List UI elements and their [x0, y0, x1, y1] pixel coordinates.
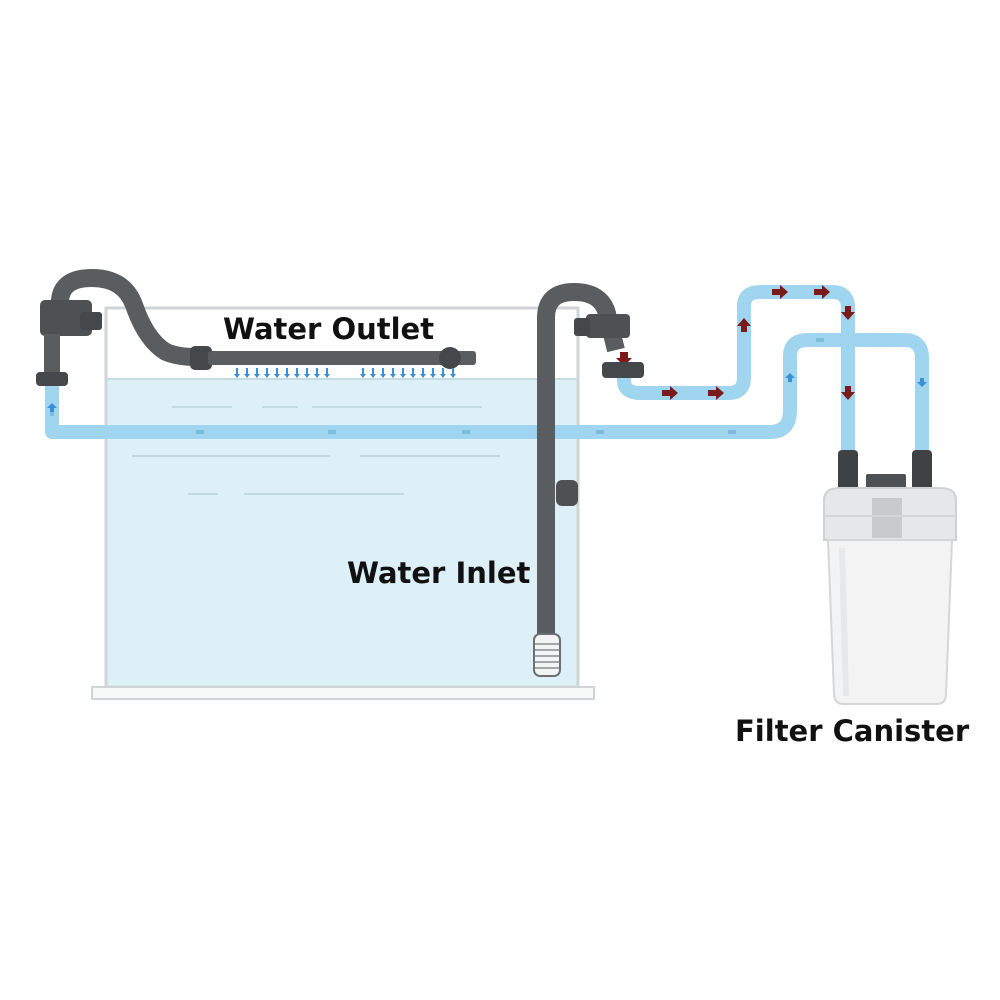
droplet-arrow-icon	[244, 368, 250, 378]
flow-arrow-right-icon	[814, 285, 830, 299]
hose-clip	[196, 430, 204, 434]
spray-bar-suction-cup	[439, 347, 461, 369]
inlet-hose-connector	[602, 362, 644, 378]
droplet-arrow-icon	[254, 368, 260, 378]
droplet-arrow-icon	[430, 368, 436, 378]
inlet-pipe	[537, 282, 625, 660]
droplet-arrow-icon	[410, 368, 416, 378]
water-outlet-assembly	[36, 268, 476, 386]
droplet-arrow-icon	[304, 368, 310, 378]
droplet-arrow-icon	[390, 368, 396, 378]
droplet-arrow-icon	[380, 368, 386, 378]
intake-hose-path	[617, 285, 855, 452]
return-flow-markers	[47, 373, 927, 412]
water-inlet-label: Water Inlet	[347, 556, 530, 590]
hose-clip	[816, 338, 824, 342]
droplet-arrow-icon	[420, 368, 426, 378]
inlet-strainer	[533, 633, 561, 677]
flow-arrow-down-icon	[841, 386, 855, 400]
flow-arrow-up-icon	[737, 318, 751, 332]
outlet-vertical-tube	[44, 334, 60, 378]
droplet-arrow-icon	[450, 368, 456, 378]
outlet-rim-clip	[80, 312, 102, 330]
flow-arrow-down-icon	[841, 306, 855, 320]
inlet-suction-cup	[556, 480, 578, 506]
inlet-rim-clip	[574, 318, 590, 336]
canister-latch	[872, 498, 902, 538]
tank-base	[91, 686, 595, 700]
droplet-arrow-icon	[234, 368, 240, 378]
flow-arrow-up-icon	[785, 373, 795, 382]
intake-hose	[617, 285, 855, 452]
droplet-arrow-icon	[440, 368, 446, 378]
droplet-arrow-icon	[314, 368, 320, 378]
droplet-arrow-icon	[360, 368, 366, 378]
inlet-rim-bracket	[586, 314, 630, 338]
flow-arrow-right-icon	[772, 285, 788, 299]
spray-bar	[208, 351, 476, 365]
outlet-curved-pipe	[51, 268, 205, 366]
flow-arrow-down-icon	[917, 378, 927, 387]
aquarium-tank	[91, 306, 595, 700]
outlet-rim-bracket	[40, 300, 92, 336]
spray-droplets	[234, 368, 456, 378]
flow-arrow-up-icon	[47, 403, 57, 412]
droplet-arrow-icon	[264, 368, 270, 378]
filter-canister	[823, 450, 957, 705]
droplet-arrow-icon	[284, 368, 290, 378]
hose-clip	[462, 430, 470, 434]
flow-arrow-down-icon	[616, 352, 632, 366]
flow-arrow-right-icon	[708, 386, 724, 400]
droplet-arrow-icon	[274, 368, 280, 378]
outlet-hose-connector	[36, 372, 68, 386]
return-hose-path	[45, 333, 929, 452]
hose-clip	[328, 430, 336, 434]
droplet-arrow-icon	[400, 368, 406, 378]
filter-canister-label: Filter Canister	[735, 714, 970, 748]
canister-valve-in	[838, 450, 858, 494]
hose-clip	[596, 430, 604, 434]
canister-valve-out	[912, 450, 932, 494]
flow-arrows	[616, 285, 855, 400]
droplet-arrow-icon	[294, 368, 300, 378]
water-outlet-label: Water Outlet	[223, 312, 434, 346]
canister-body-shade	[839, 547, 849, 697]
canister-body	[826, 539, 954, 705]
flow-arrow-right-icon	[662, 386, 678, 400]
hose-clip	[728, 430, 736, 434]
water-inlet-assembly	[533, 282, 644, 677]
droplet-arrow-icon	[370, 368, 376, 378]
spray-bar-connector	[190, 346, 212, 370]
droplet-arrow-icon	[324, 368, 330, 378]
